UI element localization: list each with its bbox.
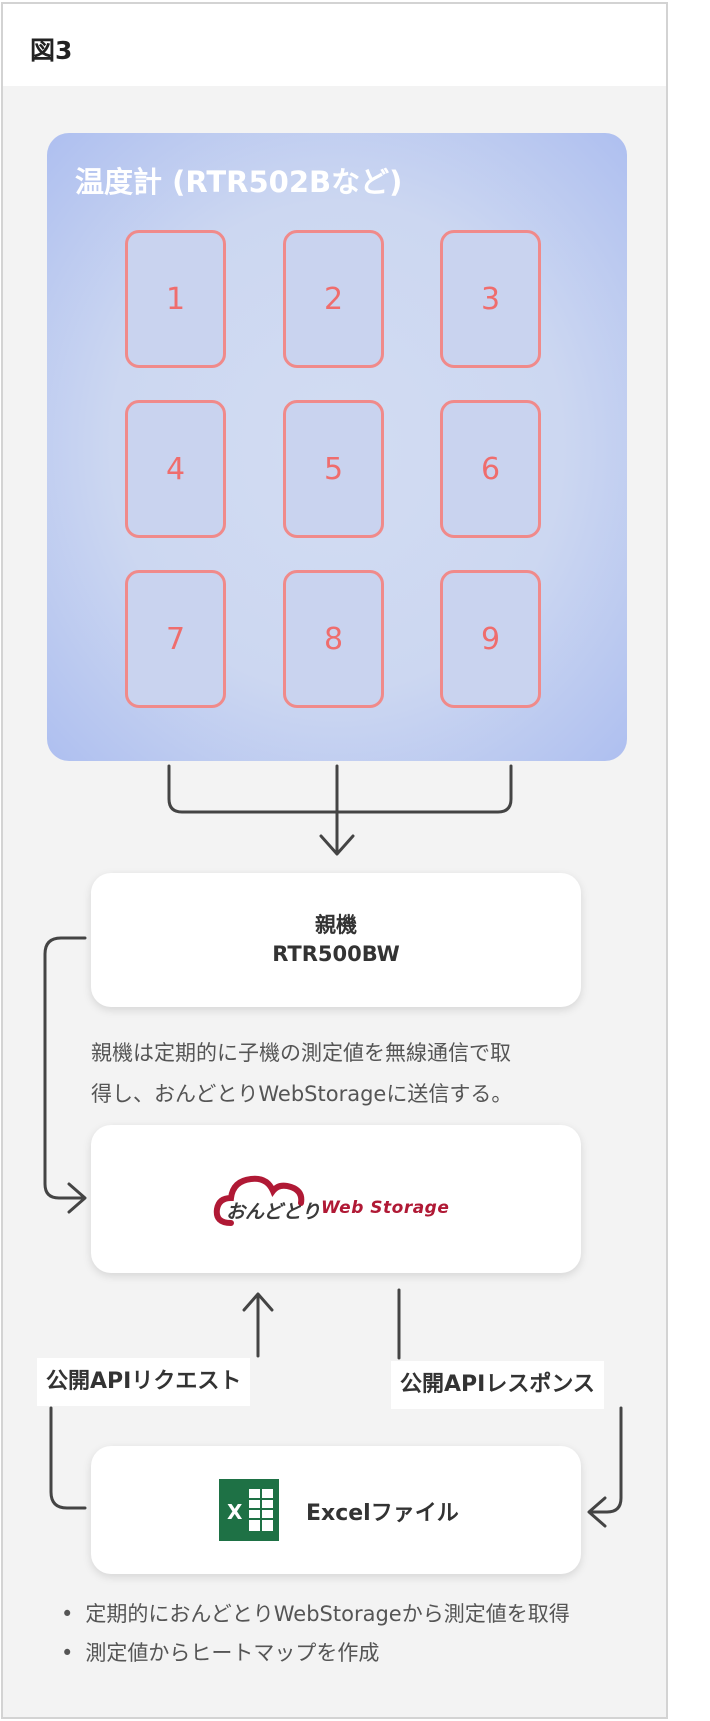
excel-file-label: Excelファイル	[306, 1501, 459, 1526]
request-arrowhead	[242, 1292, 274, 1312]
figure-title: 図3	[30, 36, 73, 65]
response-arrowhead	[587, 1496, 607, 1528]
parent-to-ws-connector	[43, 936, 87, 1200]
parent-unit-title: 親機	[315, 913, 357, 937]
parent-unit-model: RTR500BW	[272, 942, 400, 966]
sensor-group-title: 温度計 (RTR502Bなど)	[75, 165, 403, 199]
sensor-9: 9	[440, 570, 541, 708]
sensor-group-panel: 温度計 (RTR502Bなど) 1 2 3 4 5 6 7 8 9	[47, 133, 627, 761]
request-left-line	[49, 1406, 87, 1510]
response-right-line	[589, 1406, 623, 1514]
figure-header: 図3	[3, 4, 666, 86]
sensor-6: 6	[440, 400, 541, 538]
sensor-4: 4	[125, 400, 226, 538]
parent-unit-card: 親機 RTR500BW	[91, 873, 581, 1007]
notes-list: 定期的におんどとりWebStorageから測定値を取得 測定値からヒートマップを…	[61, 1595, 570, 1673]
figure-frame: 図3 温度計 (RTR502Bなど) 1 2 3 4 5 6 7 8 9	[1, 2, 668, 1719]
description-line-1: 親機は定期的に子機の測定値を無線通信で取	[91, 1041, 511, 1065]
sensor-2: 2	[283, 230, 384, 368]
sensor-1: 1	[125, 230, 226, 368]
api-request-label: 公開APIリクエスト	[37, 1358, 251, 1406]
web-storage-card: おんどとり Web Storage	[91, 1125, 581, 1273]
parent-to-ws-arrowhead	[67, 1182, 87, 1214]
merge-arrowhead	[319, 834, 355, 856]
brand-web-storage: Web Storage	[321, 1198, 450, 1218]
connector-lines	[43, 764, 623, 1528]
cloud-icon	[213, 1175, 305, 1226]
sensor-5: 5	[283, 400, 384, 538]
note-item: 測定値からヒートマップを作成	[61, 1634, 570, 1673]
excel-file-card: X Excelファイル	[91, 1446, 581, 1574]
sensor-8: 8	[283, 570, 384, 708]
note-item: 定期的におんどとりWebStorageから測定値を取得	[61, 1595, 569, 1634]
svg-text:X: X	[227, 1500, 243, 1524]
merge-connector	[167, 764, 513, 814]
sensor-3: 3	[440, 230, 541, 368]
description-line-2: 得し、おんどとりWebStorageに送信する。	[91, 1082, 513, 1106]
excel-icon: X	[219, 1479, 279, 1541]
parent-description: 親機は定期的に子機の測定値を無線通信で取 得し、おんどとりWebStorageに…	[91, 1033, 611, 1115]
brand-japanese: おんどとり	[226, 1201, 321, 1223]
api-response-label: 公開APIレスポンス	[391, 1361, 604, 1409]
sensor-7: 7	[125, 570, 226, 708]
